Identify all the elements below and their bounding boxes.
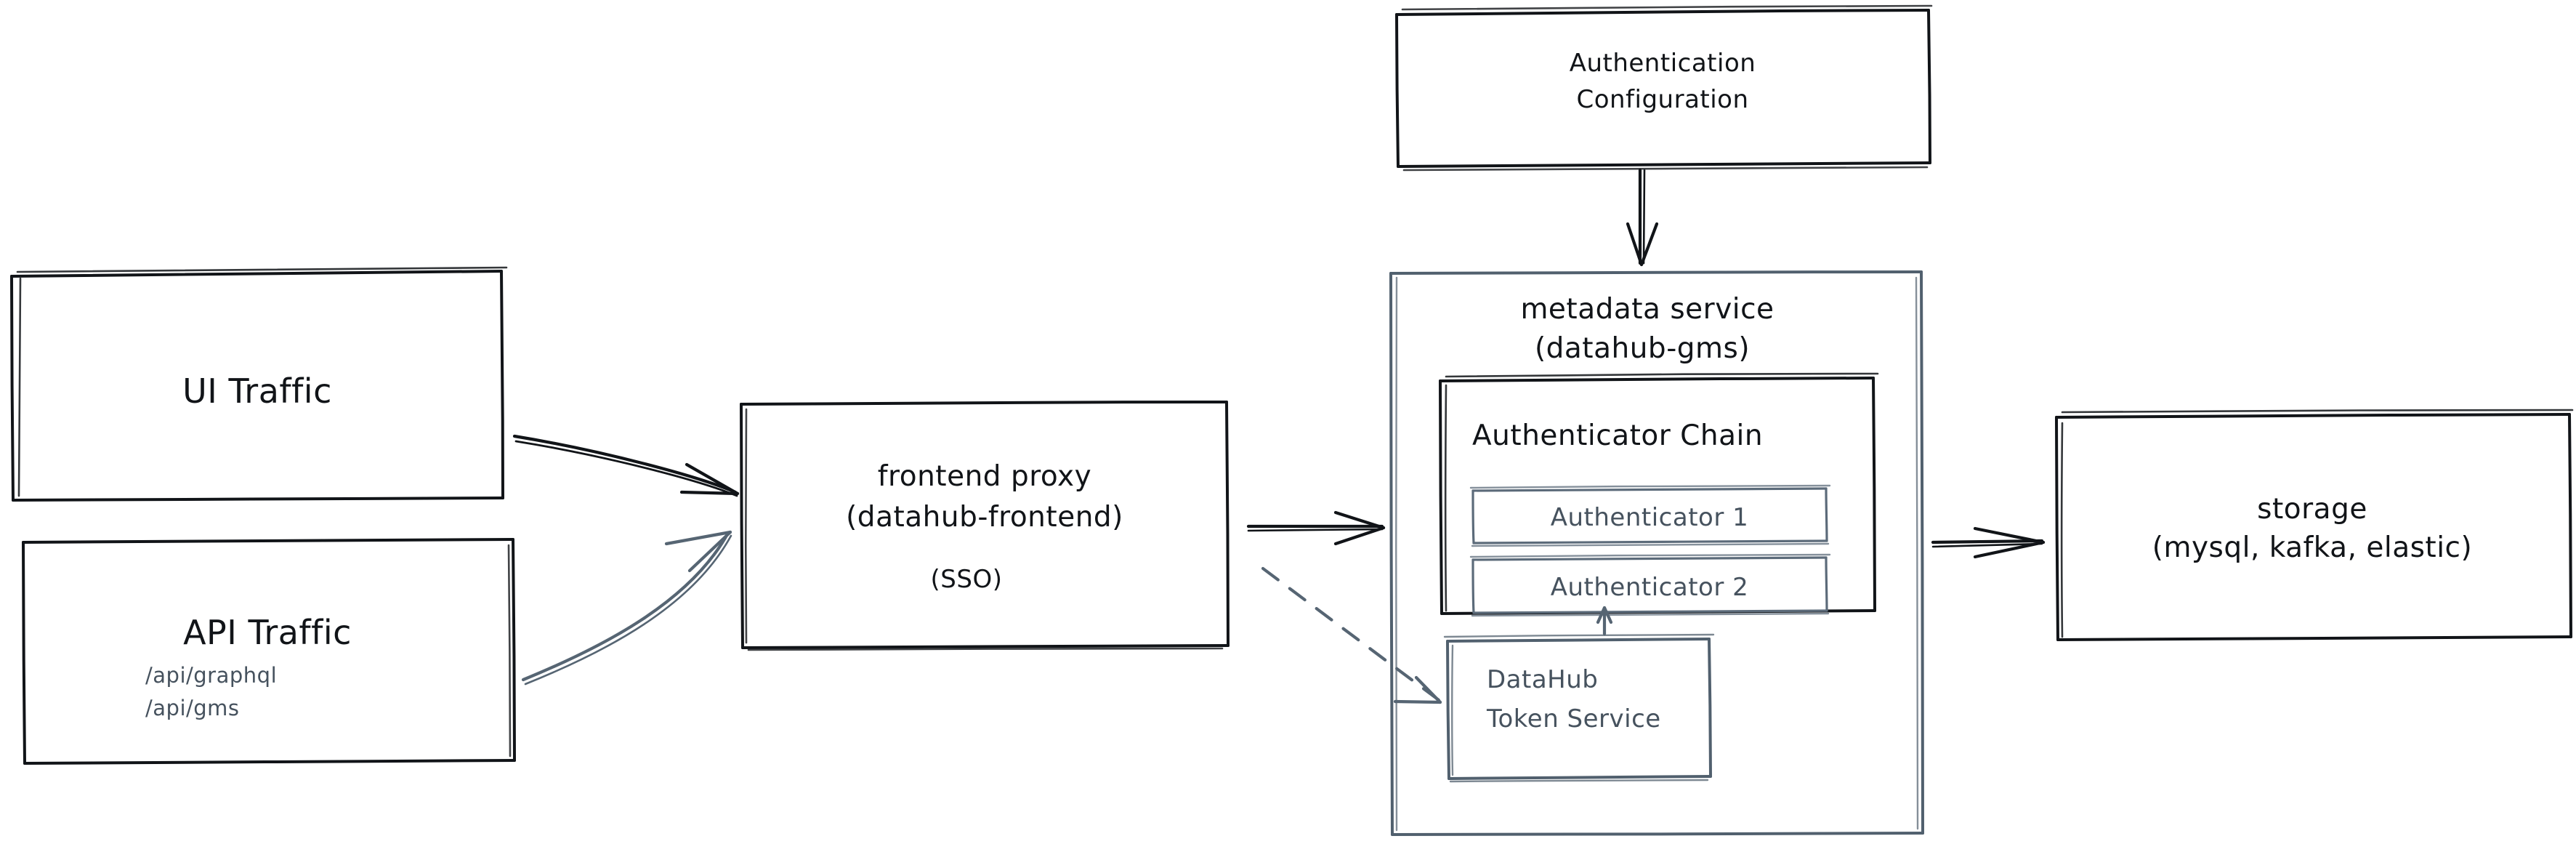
edge-token-service-to-authenticator-chain (1596, 606, 1613, 636)
authentication-configuration-line2: Configuration (1576, 85, 1749, 114)
storage-title: storage (2257, 493, 2367, 526)
api-traffic-path-gms: /api/gms (145, 696, 240, 720)
api-traffic-label: API Traffic (183, 613, 352, 652)
edge-auth-config-to-metadata-service (1626, 168, 1659, 267)
authenticator-chain-title: Authenticator Chain (1472, 419, 1764, 452)
node-frontend-proxy[interactable] (740, 401, 1230, 651)
metadata-service-title: metadata service (1520, 293, 1774, 326)
node-api-traffic[interactable] (22, 538, 516, 765)
api-traffic-path-graphql: /api/graphql (145, 663, 278, 688)
authenticator-1-label: Authenticator 1 (1550, 503, 1749, 532)
node-datahub-token-service[interactable] (1443, 633, 1715, 783)
authentication-configuration-line1: Authentication (1569, 49, 1756, 78)
ui-traffic-label: UI Traffic (182, 371, 332, 411)
node-ui-traffic[interactable] (10, 266, 508, 502)
edge-api-traffic-to-frontend-proxy (521, 530, 732, 686)
edge-metadata-service-to-storage (1931, 526, 2046, 559)
storage-subtitle: (mysql, kafka, elastic) (2152, 531, 2473, 564)
metadata-service-subtitle: (datahub-gms) (1534, 332, 1751, 365)
edge-ui-traffic-to-frontend-proxy (512, 434, 740, 497)
edge-frontend-proxy-to-token-service (1261, 566, 1442, 704)
authenticator-2-label: Authenticator 2 (1550, 573, 1749, 602)
token-service-line1: DataHub (1487, 665, 1599, 694)
edge-frontend-proxy-to-metadata-service (1246, 510, 1386, 546)
node-authenticator-1[interactable] (1469, 484, 1831, 547)
frontend-proxy-sso-label: (SSO) (930, 565, 1003, 594)
token-service-line2: Token Service (1487, 704, 1661, 734)
frontend-proxy-subtitle: (datahub-frontend) (846, 501, 1123, 534)
frontend-proxy-title: frontend proxy (877, 460, 1092, 493)
node-storage[interactable] (2055, 409, 2574, 641)
node-authentication-configuration[interactable] (1395, 4, 1933, 172)
node-authenticator-2[interactable] (1469, 553, 1831, 617)
